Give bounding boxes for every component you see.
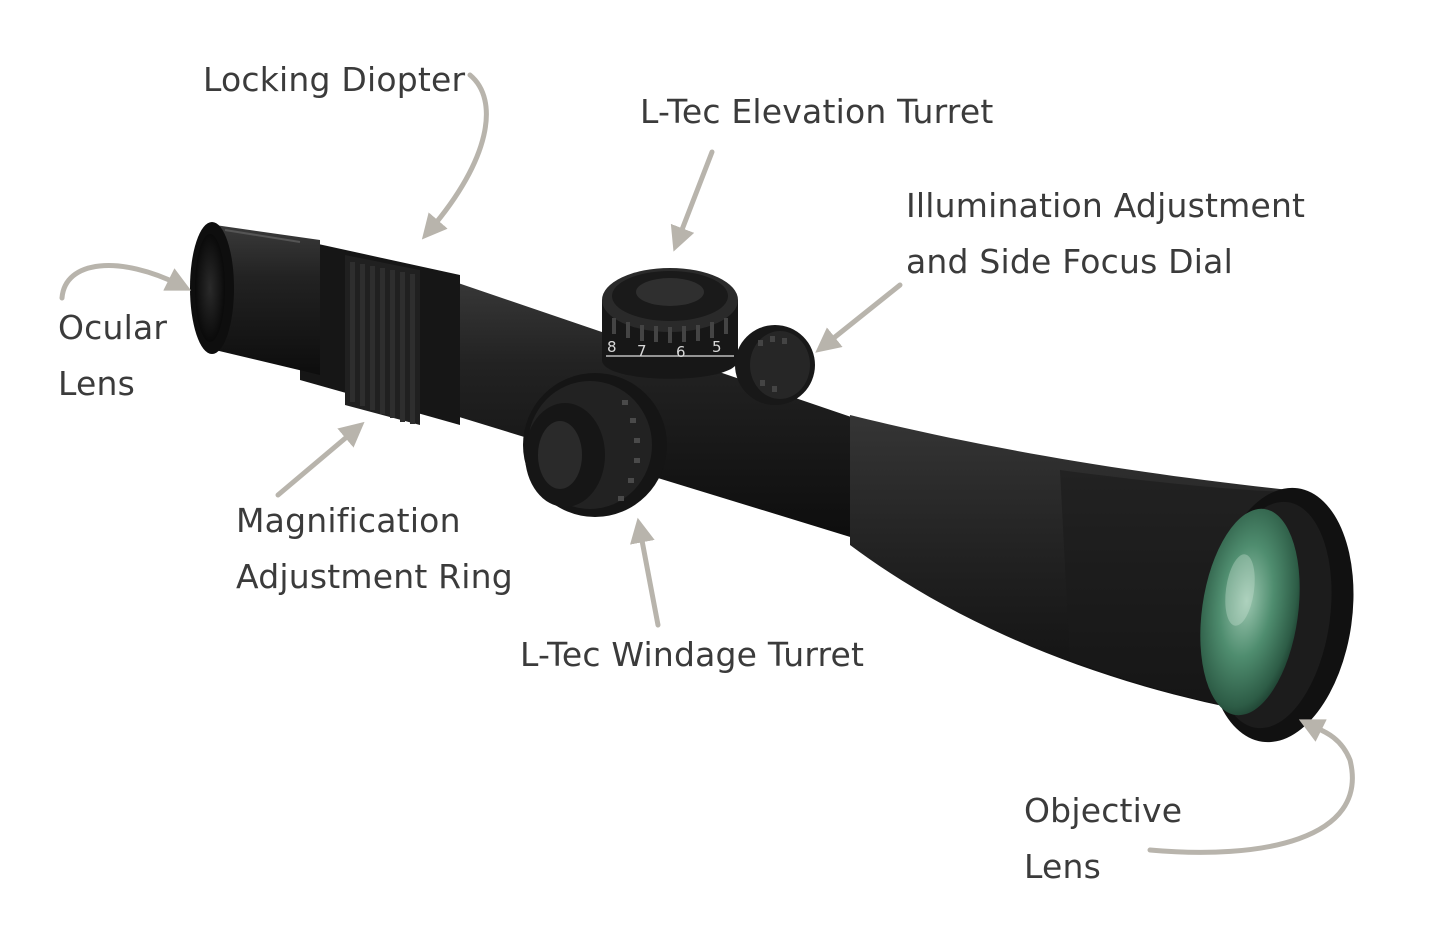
ocular-housing-illustration bbox=[190, 222, 320, 375]
magnification-ring-illustration bbox=[300, 240, 460, 425]
label-text-line2: Lens bbox=[58, 364, 136, 403]
turret-number: 7 bbox=[637, 342, 647, 360]
label-ocular-lens: Ocular Lens bbox=[58, 300, 167, 412]
label-text-line2: Adjustment Ring bbox=[236, 557, 513, 596]
arrow-illumination bbox=[815, 282, 903, 353]
label-text: L-Tec Windage Turret bbox=[520, 635, 865, 674]
arrow-magnification-ring bbox=[275, 421, 365, 498]
label-locking-diopter: Locking Diopter bbox=[203, 52, 465, 108]
label-elevation-turret: L-Tec Elevation Turret bbox=[640, 84, 993, 140]
label-magnification-ring: Magnification Adjustment Ring bbox=[236, 493, 513, 605]
callout-arrows bbox=[59, 72, 1355, 855]
objective-lens-illustration bbox=[1200, 487, 1354, 743]
label-text-line1: Ocular bbox=[58, 308, 168, 347]
side-focus-dial-illustration bbox=[735, 325, 815, 405]
turret-number: 8 bbox=[607, 338, 617, 356]
arrow-windage-turret bbox=[630, 517, 661, 628]
label-text-line2: Lens bbox=[1024, 847, 1102, 886]
label-windage-turret: L-Tec Windage Turret bbox=[520, 627, 864, 683]
arrow-locking-diopter bbox=[421, 72, 489, 240]
windage-turret-illustration bbox=[523, 373, 667, 517]
label-illumination-side-focus: Illumination Adjustment and Side Focus D… bbox=[906, 178, 1305, 290]
label-text-line1: Magnification bbox=[236, 501, 461, 540]
turret-number: 6 bbox=[676, 343, 686, 361]
arrow-objective-lens bbox=[1147, 719, 1355, 855]
arrow-ocular-lens bbox=[59, 263, 192, 301]
arrow-elevation-turret bbox=[670, 149, 715, 252]
label-text: L-Tec Elevation Turret bbox=[640, 92, 994, 131]
elevation-turret-illustration bbox=[602, 268, 738, 379]
label-text-line2: and Side Focus Dial bbox=[906, 242, 1233, 281]
label-objective-lens: Objective Lens bbox=[1024, 783, 1182, 895]
elevation-turret-numbers: 8 7 6 5 bbox=[607, 338, 722, 361]
label-text: Locking Diopter bbox=[203, 60, 466, 99]
turret-number: 5 bbox=[712, 338, 722, 356]
label-text-line1: Illumination Adjustment bbox=[906, 186, 1306, 225]
label-text-line1: Objective bbox=[1024, 791, 1183, 830]
